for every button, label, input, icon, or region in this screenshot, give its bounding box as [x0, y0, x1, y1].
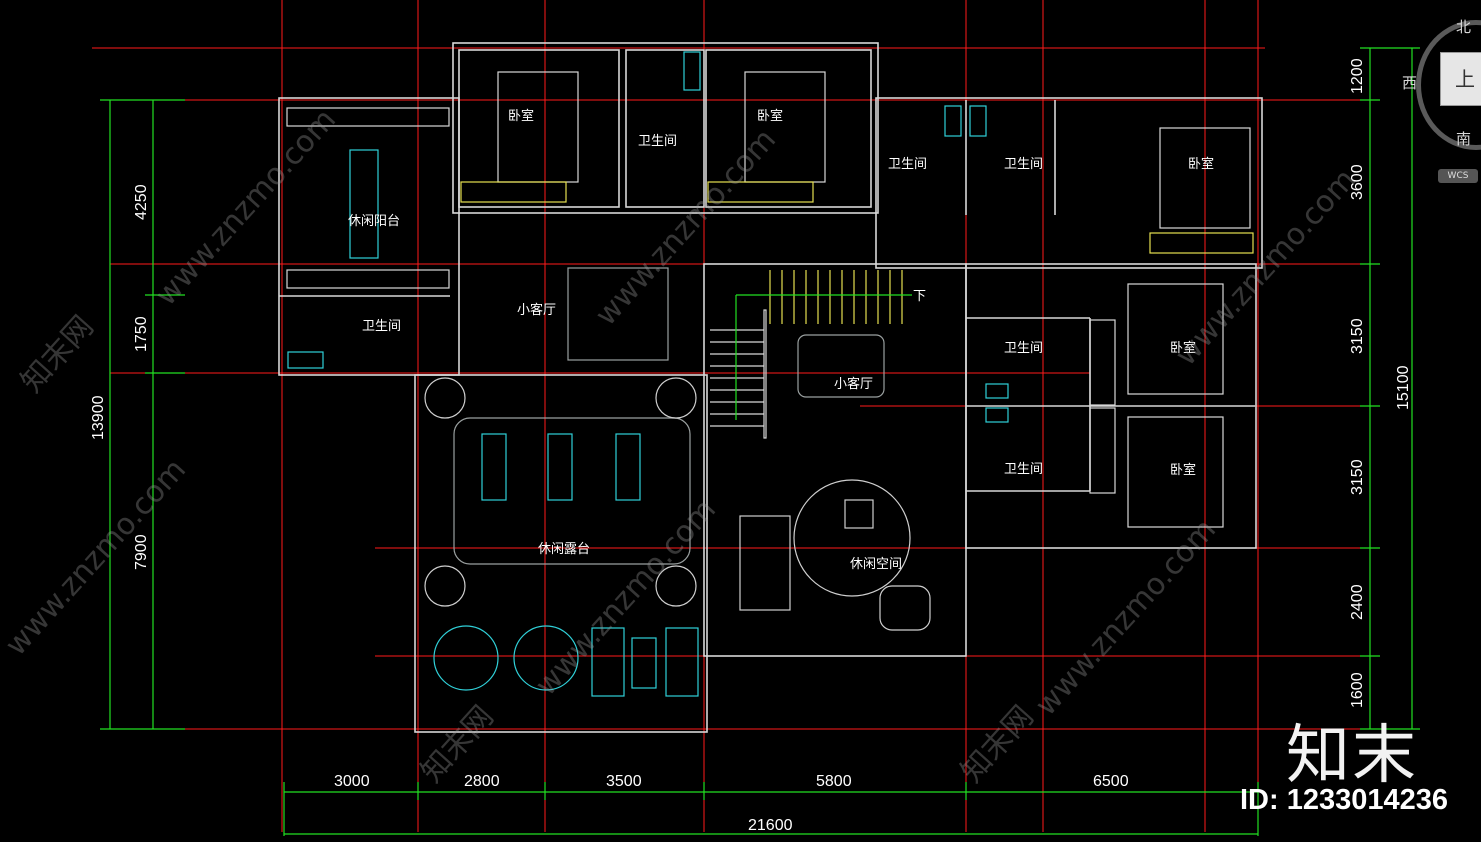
label-leisure-space: 休闲空间: [850, 557, 902, 572]
label-bath-6: 卫生间: [1004, 462, 1043, 477]
label-bath-3: 卫生间: [1004, 157, 1043, 172]
furniture: [286, 51, 1254, 697]
dim-right-1: 1200: [1349, 58, 1366, 94]
label-small-living-2: 小客厅: [834, 376, 873, 392]
dimension-texts: 3000 2800 3500 5800 6500 21600 4250 1750…: [90, 58, 1412, 834]
label-leisure-terrace: 休闲露台: [538, 542, 590, 557]
label-bath-4: 卫生间: [362, 319, 401, 334]
brand-id: ID: 1233014236: [1240, 784, 1448, 816]
walls: [278, 42, 1263, 733]
dim-bottom-4: 5800: [816, 773, 852, 790]
dim-right-3: 3150: [1349, 318, 1366, 354]
label-bedroom-3: 卧室: [1188, 156, 1214, 172]
dim-bottom-3: 3500: [606, 773, 642, 790]
label-bedroom-1: 卧室: [508, 108, 534, 124]
dimension-lines: [100, 47, 1420, 836]
dim-total-bottom: 21600: [748, 817, 793, 834]
label-small-living-1: 小客厅: [517, 302, 556, 318]
label-leisure-balcony: 休闲阳台: [348, 214, 400, 229]
room-labels: 卧室 卧室 卧室 卧室 卧室 卫生间 卫生间 卫生间 卫生间 卫生间 卫生间 休…: [348, 108, 1214, 572]
viewcube-west[interactable]: 西: [1402, 74, 1418, 92]
viewcube-top-face[interactable]: 上: [1440, 52, 1481, 106]
label-bath-1: 卫生间: [638, 134, 677, 149]
dim-left-2: 1750: [133, 316, 150, 352]
dim-total-right: 15100: [1395, 365, 1412, 410]
dim-right-5: 2400: [1349, 584, 1366, 620]
dim-bottom-2: 2800: [464, 773, 500, 790]
axis-grid: [92, 0, 1375, 832]
label-bath-5: 卫生间: [1004, 341, 1043, 356]
label-bedroom-5: 卧室: [1170, 462, 1196, 478]
dim-right-6: 1600: [1349, 672, 1366, 708]
dim-right-2: 3600: [1349, 164, 1366, 200]
label-bedroom-2: 卧室: [757, 108, 783, 124]
wcs-menu-button[interactable]: WCS: [1438, 169, 1478, 183]
dim-right-4: 3150: [1349, 459, 1366, 495]
viewcube[interactable]: 北 西 南 上 WCS: [1402, 12, 1481, 187]
label-bedroom-4: 卧室: [1170, 340, 1196, 356]
brand-logo: 知末: [1286, 719, 1418, 793]
viewcube-south[interactable]: 南: [1456, 130, 1472, 148]
dim-bottom-1: 3000: [334, 773, 370, 790]
label-stair-down: 下: [913, 289, 926, 304]
dim-left-1: 4250: [133, 184, 150, 220]
dim-total-left: 13900: [90, 395, 107, 440]
viewcube-north[interactable]: 北: [1456, 18, 1472, 36]
label-bath-2: 卫生间: [888, 157, 927, 172]
dim-left-3: 7900: [133, 534, 150, 570]
dim-bottom-5: 6500: [1093, 773, 1129, 790]
